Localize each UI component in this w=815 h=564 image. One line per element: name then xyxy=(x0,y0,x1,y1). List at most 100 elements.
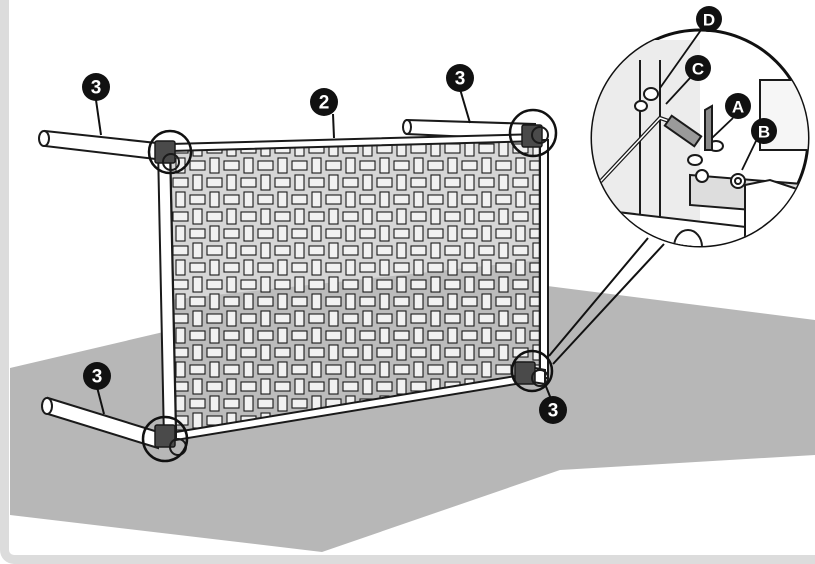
weave-strip xyxy=(342,381,359,392)
weave-strip xyxy=(481,225,492,242)
weave-strip xyxy=(243,259,254,276)
weave-strip xyxy=(206,245,223,256)
weave-strip xyxy=(447,361,458,378)
weave-strip xyxy=(325,330,342,341)
weave-strip xyxy=(291,296,308,307)
weave-strip xyxy=(410,381,427,392)
weave-strip xyxy=(532,242,540,259)
weave-strip xyxy=(447,225,458,242)
weave-strip xyxy=(260,378,271,395)
weave-strip xyxy=(209,157,220,174)
weave-strip xyxy=(529,228,540,239)
weave-strip xyxy=(393,228,410,239)
weave-strip xyxy=(515,191,526,208)
weave-strip xyxy=(308,245,325,256)
weave-strip xyxy=(379,191,390,208)
weave-strip xyxy=(311,225,322,242)
weave-strip xyxy=(444,347,461,358)
weave-strip xyxy=(444,177,461,188)
weave-strip xyxy=(396,242,407,259)
weave-strip xyxy=(495,194,512,205)
highlight-circle-top-left xyxy=(147,129,193,175)
weave-strip xyxy=(427,262,444,273)
weave-strip xyxy=(481,327,492,344)
weave-strip xyxy=(257,262,274,273)
weave-strip xyxy=(294,242,305,259)
weave-strip xyxy=(393,262,410,273)
weave-strip xyxy=(444,245,461,256)
weave-strip xyxy=(308,347,325,358)
callout-part-3-top-left: 3 xyxy=(82,73,110,101)
weave-strip xyxy=(206,313,223,324)
weave-strip xyxy=(515,225,526,242)
svg-text:3: 3 xyxy=(455,69,466,90)
weave-strip xyxy=(413,327,424,344)
weave-strip xyxy=(512,211,529,222)
weave-strip xyxy=(515,157,526,174)
weave-strip xyxy=(223,262,240,273)
weave-strip xyxy=(376,381,393,392)
weave-strip xyxy=(192,174,203,191)
weave-strip xyxy=(410,313,427,324)
weave-strip xyxy=(257,194,274,205)
weave-strip xyxy=(192,378,203,395)
callout-hardware-c: C xyxy=(685,55,711,81)
weave-strip xyxy=(379,361,390,378)
weave-strip xyxy=(223,160,240,171)
callout-part-3-top-right: 3 xyxy=(446,64,474,92)
weave-strip xyxy=(294,208,305,225)
weave-strip xyxy=(359,160,376,171)
weave-strip xyxy=(464,242,475,259)
weave-strip xyxy=(325,194,342,205)
weave-strip xyxy=(359,228,376,239)
weave-strip xyxy=(529,194,540,205)
weave-strip xyxy=(376,279,393,290)
weave-strip xyxy=(192,276,203,293)
weave-strip xyxy=(413,259,424,276)
weave-strip xyxy=(308,211,325,222)
weave-strip xyxy=(189,296,206,307)
highlight-circle-bottom-right xyxy=(510,349,554,393)
weave-strip xyxy=(328,242,339,259)
weave-strip xyxy=(240,211,257,222)
weave-strip xyxy=(498,310,509,327)
weave-strip xyxy=(257,160,274,171)
weave-strip xyxy=(532,276,540,293)
weave-strip xyxy=(345,361,356,378)
weave-strip xyxy=(294,344,305,361)
weave-strip xyxy=(447,293,458,310)
weave-strip xyxy=(308,313,325,324)
weave-strip xyxy=(294,378,305,395)
weave-strip xyxy=(396,378,407,395)
weave-strip xyxy=(430,310,441,327)
weave-strip xyxy=(498,174,509,191)
weave-strip xyxy=(410,245,427,256)
weave-strip xyxy=(464,344,475,361)
weave-strip xyxy=(325,262,342,273)
corner-bracket-top-right xyxy=(521,124,549,148)
weave-strip xyxy=(512,177,529,188)
weave-strip xyxy=(342,347,359,358)
weave-strip xyxy=(345,259,356,276)
weave-strip xyxy=(376,313,393,324)
weave-strip xyxy=(478,143,495,154)
weave-strip xyxy=(311,327,322,344)
weave-strip xyxy=(464,174,475,191)
weave-strip xyxy=(447,327,458,344)
zoom-detail xyxy=(590,28,810,248)
weave-strip xyxy=(274,347,291,358)
weave-strip xyxy=(311,191,322,208)
weave-strip xyxy=(209,361,220,378)
weave-strip xyxy=(277,395,288,412)
weave-strip xyxy=(444,211,461,222)
weave-strip xyxy=(189,398,206,409)
weave-strip xyxy=(478,245,495,256)
weave-strip xyxy=(498,140,509,157)
weave-strip xyxy=(328,276,339,293)
weave-strip xyxy=(379,157,390,174)
svg-text:B: B xyxy=(758,123,770,142)
weave-strip xyxy=(342,279,359,290)
weave-strip xyxy=(189,262,206,273)
weave-strip xyxy=(209,293,220,310)
